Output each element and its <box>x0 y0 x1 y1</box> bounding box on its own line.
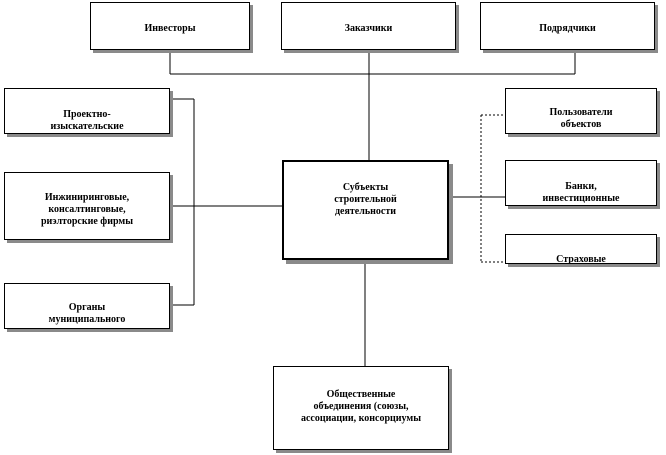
node-municipal: Органы муниципального <box>4 283 170 329</box>
node-banks: Банки, инвестиционные <box>505 160 657 206</box>
node-investors-label: Инвесторы <box>144 23 196 34</box>
node-associations-label: Общественные объединения (союзы, ассоциа… <box>300 389 422 424</box>
node-engineering: Инжиниринговые, консалтинговые, риэлторс… <box>4 172 170 240</box>
node-users: Пользователи объектов <box>505 88 657 134</box>
node-insurance-label: Страховые <box>556 254 606 264</box>
node-banks-label: Банки, инвестиционные <box>542 181 620 204</box>
node-insurance: Страховые <box>505 234 657 264</box>
node-center: Субъекты строительной деятельности <box>282 160 449 260</box>
node-municipal-label: Органы муниципального <box>48 302 126 325</box>
node-investors: Инвесторы <box>90 2 250 50</box>
node-associations: Общественные объединения (союзы, ассоциа… <box>273 366 449 450</box>
node-customers: Заказчики <box>281 2 456 50</box>
node-contractors: Подрядчики <box>480 2 655 50</box>
node-center-label: Субъекты строительной деятельности <box>334 182 397 217</box>
node-customers-label: Заказчики <box>344 23 393 34</box>
node-engineering-label: Инжиниринговые, консалтинговые, риэлторс… <box>40 192 134 227</box>
node-contractors-label: Подрядчики <box>539 23 596 34</box>
node-design-label: Проектно- изыскательские <box>50 109 124 132</box>
node-design: Проектно- изыскательские <box>4 88 170 134</box>
node-users-label: Пользователи объектов <box>549 107 613 130</box>
